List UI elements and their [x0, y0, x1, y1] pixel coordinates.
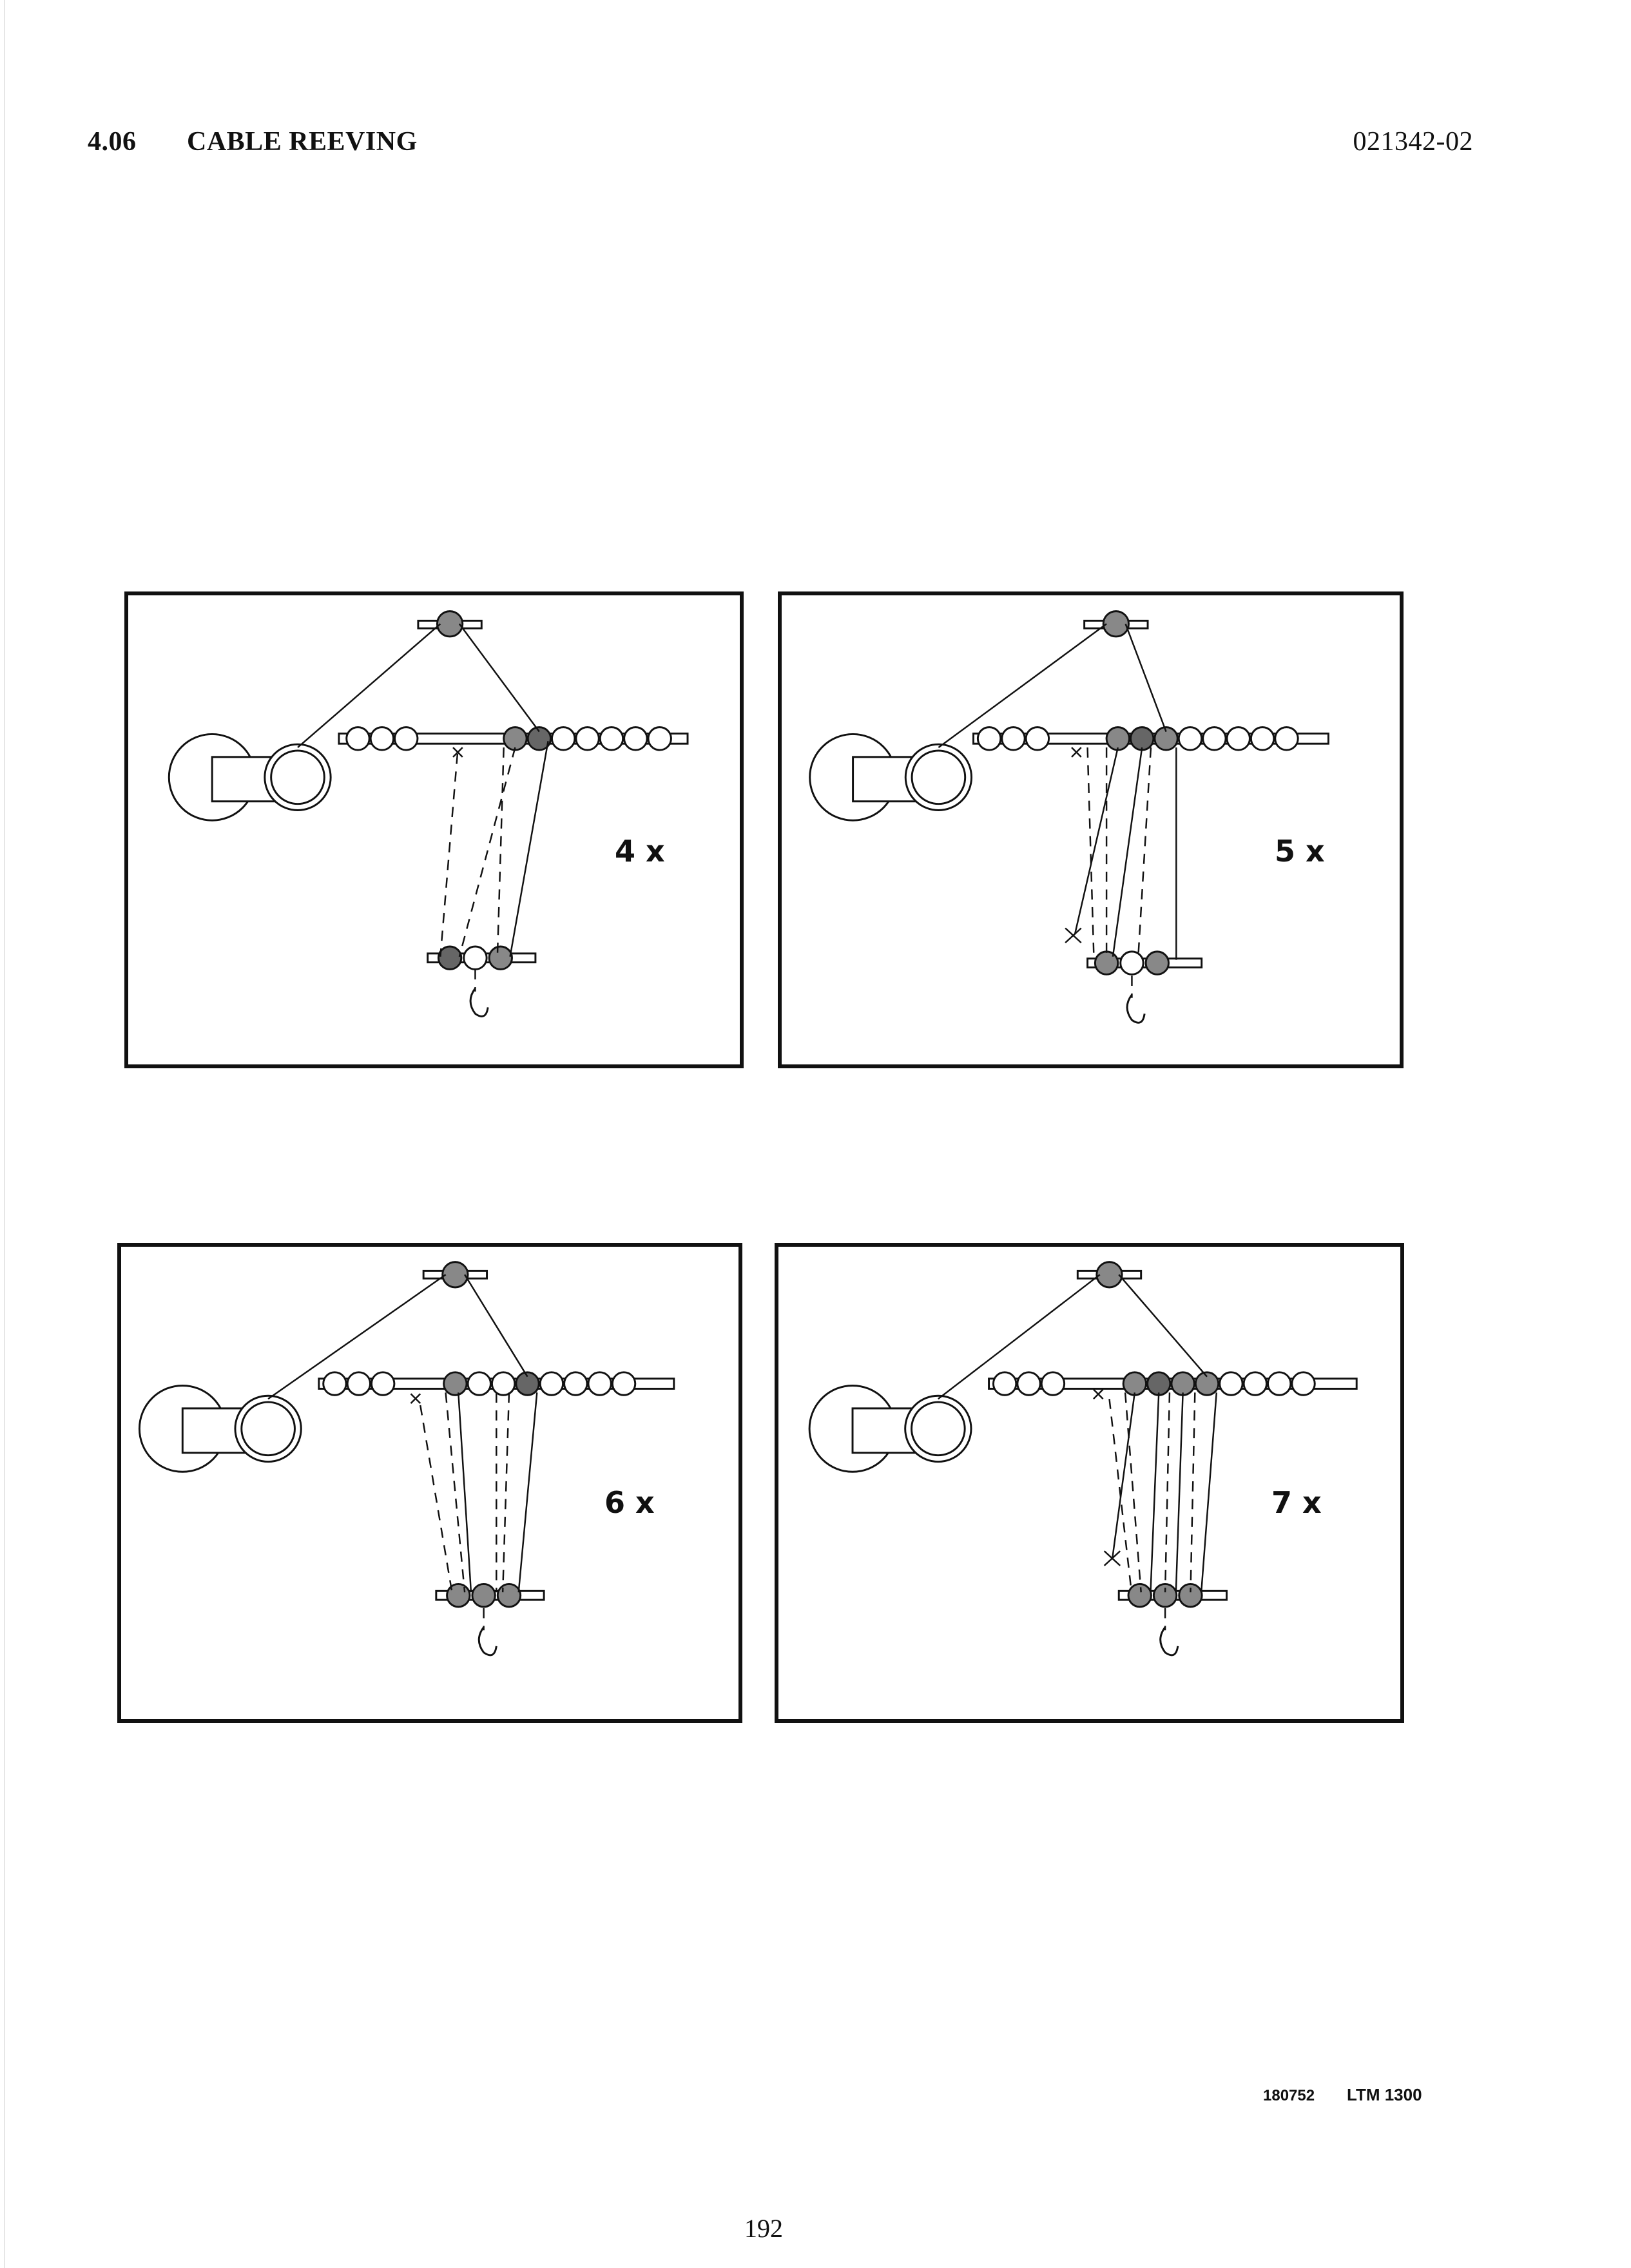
top-sheave — [436, 610, 464, 638]
reeving-diagram-5x: 5 x — [778, 591, 1404, 1068]
reeving-diagram-6x: 6 x — [117, 1243, 742, 1723]
footer-model: LTM 1300 — [1347, 2085, 1422, 2104]
section-title: CABLE REEVING — [187, 127, 418, 157]
section-number: 4.06 — [88, 127, 137, 157]
reeving-diagram-4x: 4 x — [124, 591, 744, 1068]
reeving-4x-drawing — [168, 610, 689, 1017]
document-number: 021342-02 — [1353, 127, 1473, 157]
footer-code: 180752 — [1263, 2087, 1315, 2104]
reeving-diagram-7x: 7 x — [775, 1243, 1404, 1723]
reeving-label: 5 x — [1275, 834, 1325, 869]
reeving-7x-drawing — [808, 1261, 1358, 1657]
scan-edge — [4, 0, 5, 2268]
head-sheave — [345, 726, 371, 751]
reeving-6x-drawing — [138, 1261, 675, 1657]
hook — [469, 988, 489, 1017]
reeving-label: 7 x — [1271, 1485, 1322, 1520]
reeving-label: 4 x — [615, 834, 665, 869]
reeving-5x-drawing — [809, 610, 1329, 1024]
page-number: 192 — [744, 2214, 783, 2243]
reeving-label: 6 x — [604, 1485, 655, 1520]
hook-block-sheave — [437, 945, 463, 970]
